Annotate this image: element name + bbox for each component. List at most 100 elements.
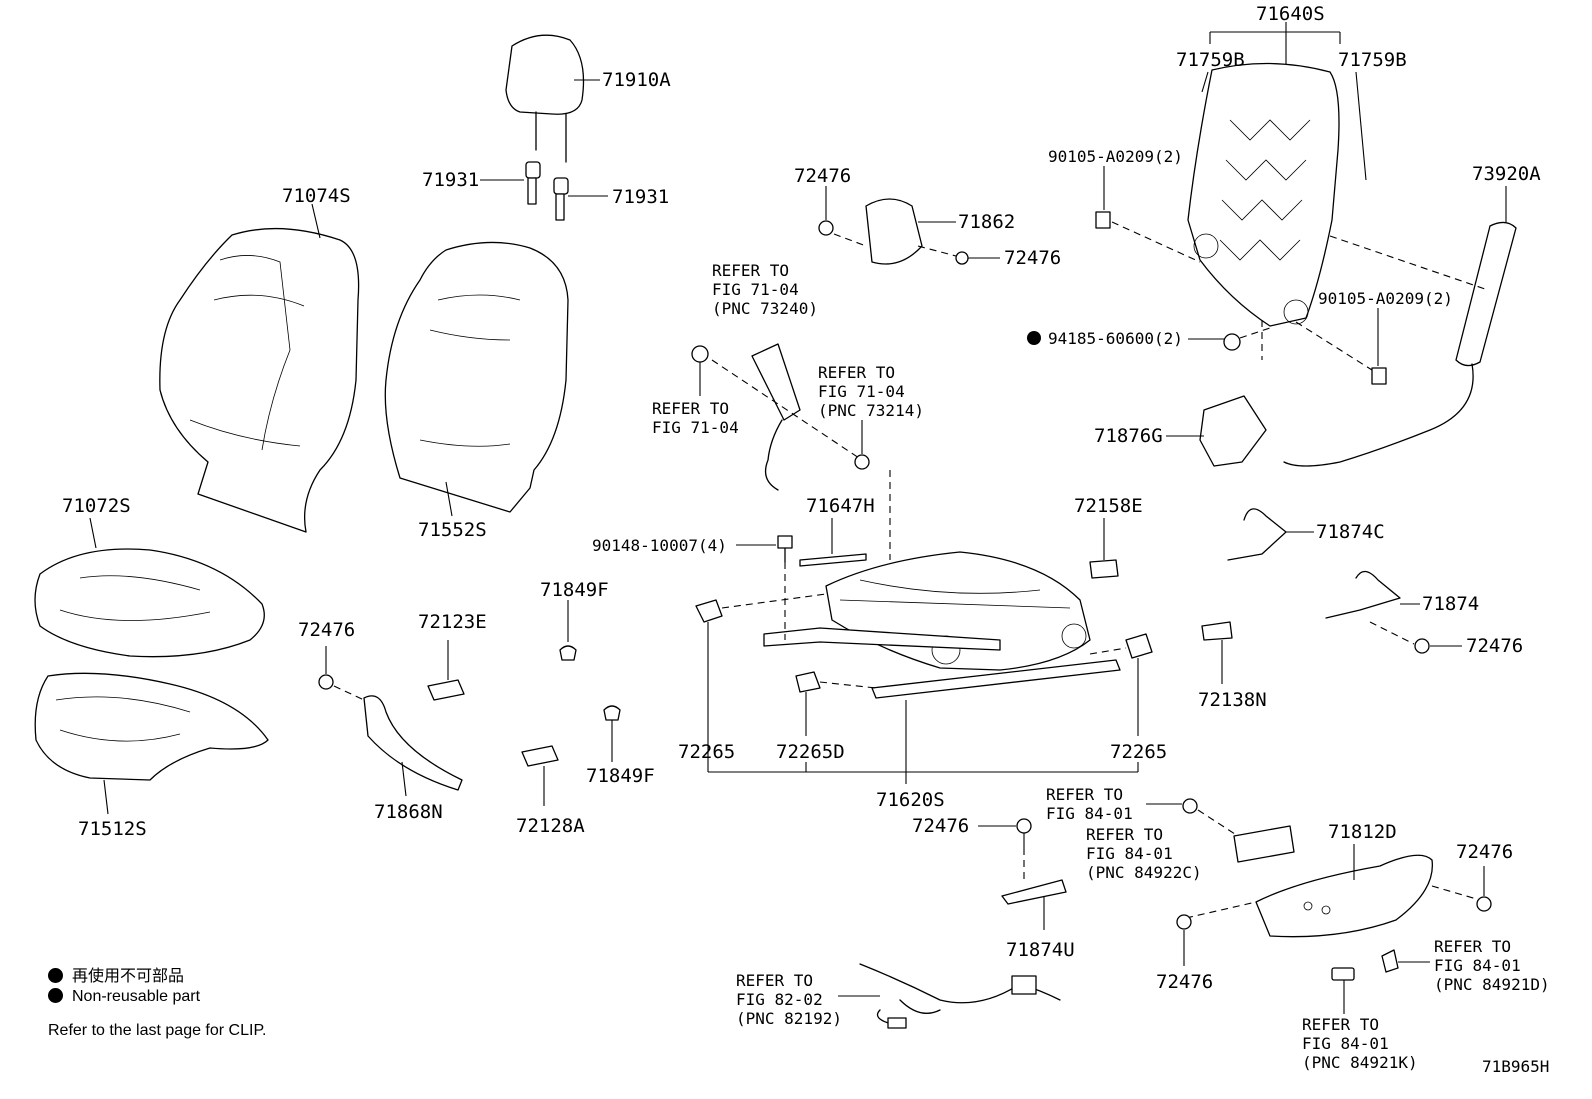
bullet-icon bbox=[48, 988, 63, 1003]
part-71812D: 71812D bbox=[1328, 821, 1397, 843]
svg-text:(PNC 84921D): (PNC 84921D) bbox=[1434, 975, 1550, 994]
part-72128A: 72128A bbox=[516, 815, 585, 837]
svg-text:REFER TO: REFER TO bbox=[1086, 825, 1163, 844]
wire-71874[interactable] bbox=[1325, 570, 1420, 619]
part-90148-10007: 90148-10007(4) bbox=[592, 536, 727, 555]
part-71074S: 71074S bbox=[282, 185, 351, 207]
svg-text:(PNC 73240): (PNC 73240) bbox=[712, 299, 818, 318]
strip-71647H[interactable] bbox=[799, 518, 867, 567]
screw-90148[interactable] bbox=[736, 535, 793, 640]
svg-text:FIG 84-01: FIG 84-01 bbox=[1046, 804, 1133, 823]
svg-text:(PNC 73214): (PNC 73214) bbox=[818, 401, 924, 420]
screw-72476-right[interactable] bbox=[1369, 621, 1462, 654]
bracket-72138N[interactable] bbox=[1201, 621, 1233, 684]
part-90105-left: 90105-A0209(2) bbox=[1048, 147, 1183, 166]
part-94185-60600: 94185-60600(2) bbox=[1048, 329, 1183, 348]
cap-71849F-lower[interactable] bbox=[603, 705, 621, 762]
part-71552S: 71552S bbox=[418, 519, 487, 541]
part-71512S: 71512S bbox=[78, 818, 147, 840]
side-shield-71812D[interactable] bbox=[1185, 844, 1481, 938]
headrest-guide-71931-right[interactable] bbox=[553, 177, 608, 221]
seat-adjuster-71620S[interactable] bbox=[763, 470, 1121, 699]
part-71759B-left: 71759B bbox=[1176, 49, 1245, 71]
ref-fig-84-01[interactable]: REFER TO FIG 84-01 bbox=[1046, 785, 1133, 823]
part-71072S: 71072S bbox=[62, 495, 131, 517]
part-72265-left: 72265 bbox=[678, 741, 735, 763]
part-72476-lower-left: 72476 bbox=[1156, 971, 1213, 993]
svg-text:(PNC 84921K): (PNC 84921K) bbox=[1302, 1053, 1418, 1072]
headrest-guide-71931-left[interactable] bbox=[480, 161, 541, 205]
clip-72476-left[interactable] bbox=[318, 646, 365, 701]
screw-72476-lower-left[interactable] bbox=[1176, 914, 1192, 966]
bracket-lines-72265 bbox=[707, 622, 1139, 784]
part-72476-lower-right: 72476 bbox=[1456, 841, 1513, 863]
svg-text:FIG 71-04: FIG 71-04 bbox=[818, 382, 905, 401]
part-72476-left: 72476 bbox=[298, 619, 355, 641]
cover-72265D[interactable] bbox=[795, 671, 877, 693]
svg-text:(PNC 82192): (PNC 82192) bbox=[736, 1009, 842, 1028]
ref-pnc-73214[interactable]: REFER TO FIG 71-04 (PNC 73214) bbox=[818, 363, 924, 454]
wire-71874C[interactable] bbox=[1227, 508, 1314, 561]
part-72476-right: 72476 bbox=[1466, 635, 1523, 657]
ref-pnc-82192[interactable]: REFER TO FIG 82-02 (PNC 82192) bbox=[736, 971, 842, 1028]
screw-72476-center[interactable] bbox=[978, 818, 1032, 884]
part-73920A: 73920A bbox=[1472, 163, 1541, 185]
part-71931-left: 71931 bbox=[422, 169, 479, 191]
ref-pnc-84922C[interactable]: REFER TO FIG 84-01 (PNC 84922C) bbox=[1086, 825, 1202, 882]
part-71849F-upper: 71849F bbox=[540, 579, 609, 601]
ref-pnc-84921D[interactable]: REFER TO FIG 84-01 (PNC 84921D) bbox=[1434, 937, 1550, 994]
svg-text:FIG 84-01: FIG 84-01 bbox=[1434, 956, 1521, 975]
cover-71874U[interactable] bbox=[1001, 879, 1067, 930]
knob-84921D[interactable] bbox=[1381, 949, 1430, 973]
ref-pnc-84921K[interactable]: REFER TO FIG 84-01 (PNC 84921K) bbox=[1302, 1015, 1418, 1072]
svg-text:REFER TO: REFER TO bbox=[1434, 937, 1511, 956]
svg-text:FIG 71-04: FIG 71-04 bbox=[652, 418, 739, 437]
part-72138N: 72138N bbox=[1198, 689, 1267, 711]
switch-knob[interactable] bbox=[1146, 798, 1295, 863]
wire-harness-82192[interactable] bbox=[838, 963, 1061, 1029]
part-71931-right: 71931 bbox=[612, 186, 669, 208]
bracket-72158E[interactable] bbox=[1089, 518, 1119, 579]
bracket-71876G[interactable] bbox=[1166, 395, 1267, 467]
nut-94185[interactable] bbox=[1027, 320, 1271, 360]
ref-pnc-73240[interactable]: REFER TO FIG 71-04 (PNC 73240) bbox=[712, 261, 818, 318]
screw-72476-top[interactable] bbox=[917, 245, 1000, 265]
part-72265D: 72265D bbox=[776, 741, 845, 763]
part-72476-screw-top: 72476 bbox=[1004, 247, 1061, 269]
lumbar-support-73920A[interactable] bbox=[1283, 186, 1517, 467]
part-72265-right: 72265 bbox=[1110, 741, 1167, 763]
bullet-icon bbox=[48, 968, 63, 983]
seatback-cover-71074S[interactable] bbox=[159, 203, 360, 533]
svg-text:FIG 84-01: FIG 84-01 bbox=[1302, 1034, 1389, 1053]
screw-72476-lower-right[interactable] bbox=[1476, 866, 1492, 912]
side-cover-71868N[interactable] bbox=[363, 695, 463, 797]
bracket-72123E[interactable] bbox=[427, 640, 465, 701]
legend-english: Non-reusable part bbox=[48, 988, 200, 1006]
cover-72265-right[interactable] bbox=[1089, 633, 1153, 659]
bolt-90105-left[interactable] bbox=[1095, 166, 1201, 263]
seat-cushion-pad-71512S[interactable] bbox=[34, 672, 269, 815]
part-71874C: 71874C bbox=[1316, 521, 1385, 543]
seat-cushion-cover-71072S[interactable] bbox=[34, 517, 265, 658]
svg-text:REFER TO: REFER TO bbox=[736, 971, 813, 990]
cap-71849F-upper[interactable] bbox=[559, 600, 577, 661]
part-72158E: 72158E bbox=[1074, 495, 1143, 517]
knob-84921K[interactable] bbox=[1331, 967, 1355, 1014]
part-71849F-lower: 71849F bbox=[586, 765, 655, 787]
headrest-71910A[interactable] bbox=[505, 34, 600, 163]
part-72123E: 72123E bbox=[418, 611, 487, 633]
seatback-frame-71640S[interactable] bbox=[1187, 22, 1367, 327]
bolt-90105-right[interactable] bbox=[1295, 308, 1387, 385]
svg-text:FIG 71-04: FIG 71-04 bbox=[712, 280, 799, 299]
bracket-72128A[interactable] bbox=[521, 745, 559, 806]
hinge-cover-71862[interactable] bbox=[865, 198, 956, 265]
part-71647H: 71647H bbox=[806, 495, 875, 517]
svg-text:REFER TO: REFER TO bbox=[818, 363, 895, 382]
ref-fig-71-04[interactable]: REFER TO FIG 71-04 bbox=[652, 362, 739, 437]
svg-text:FIG 82-02: FIG 82-02 bbox=[736, 990, 823, 1009]
seatback-pad-71552S[interactable] bbox=[384, 241, 569, 517]
clip-72476-top[interactable] bbox=[818, 186, 867, 247]
cover-72265-left[interactable] bbox=[695, 593, 827, 623]
part-71862: 71862 bbox=[958, 211, 1015, 233]
